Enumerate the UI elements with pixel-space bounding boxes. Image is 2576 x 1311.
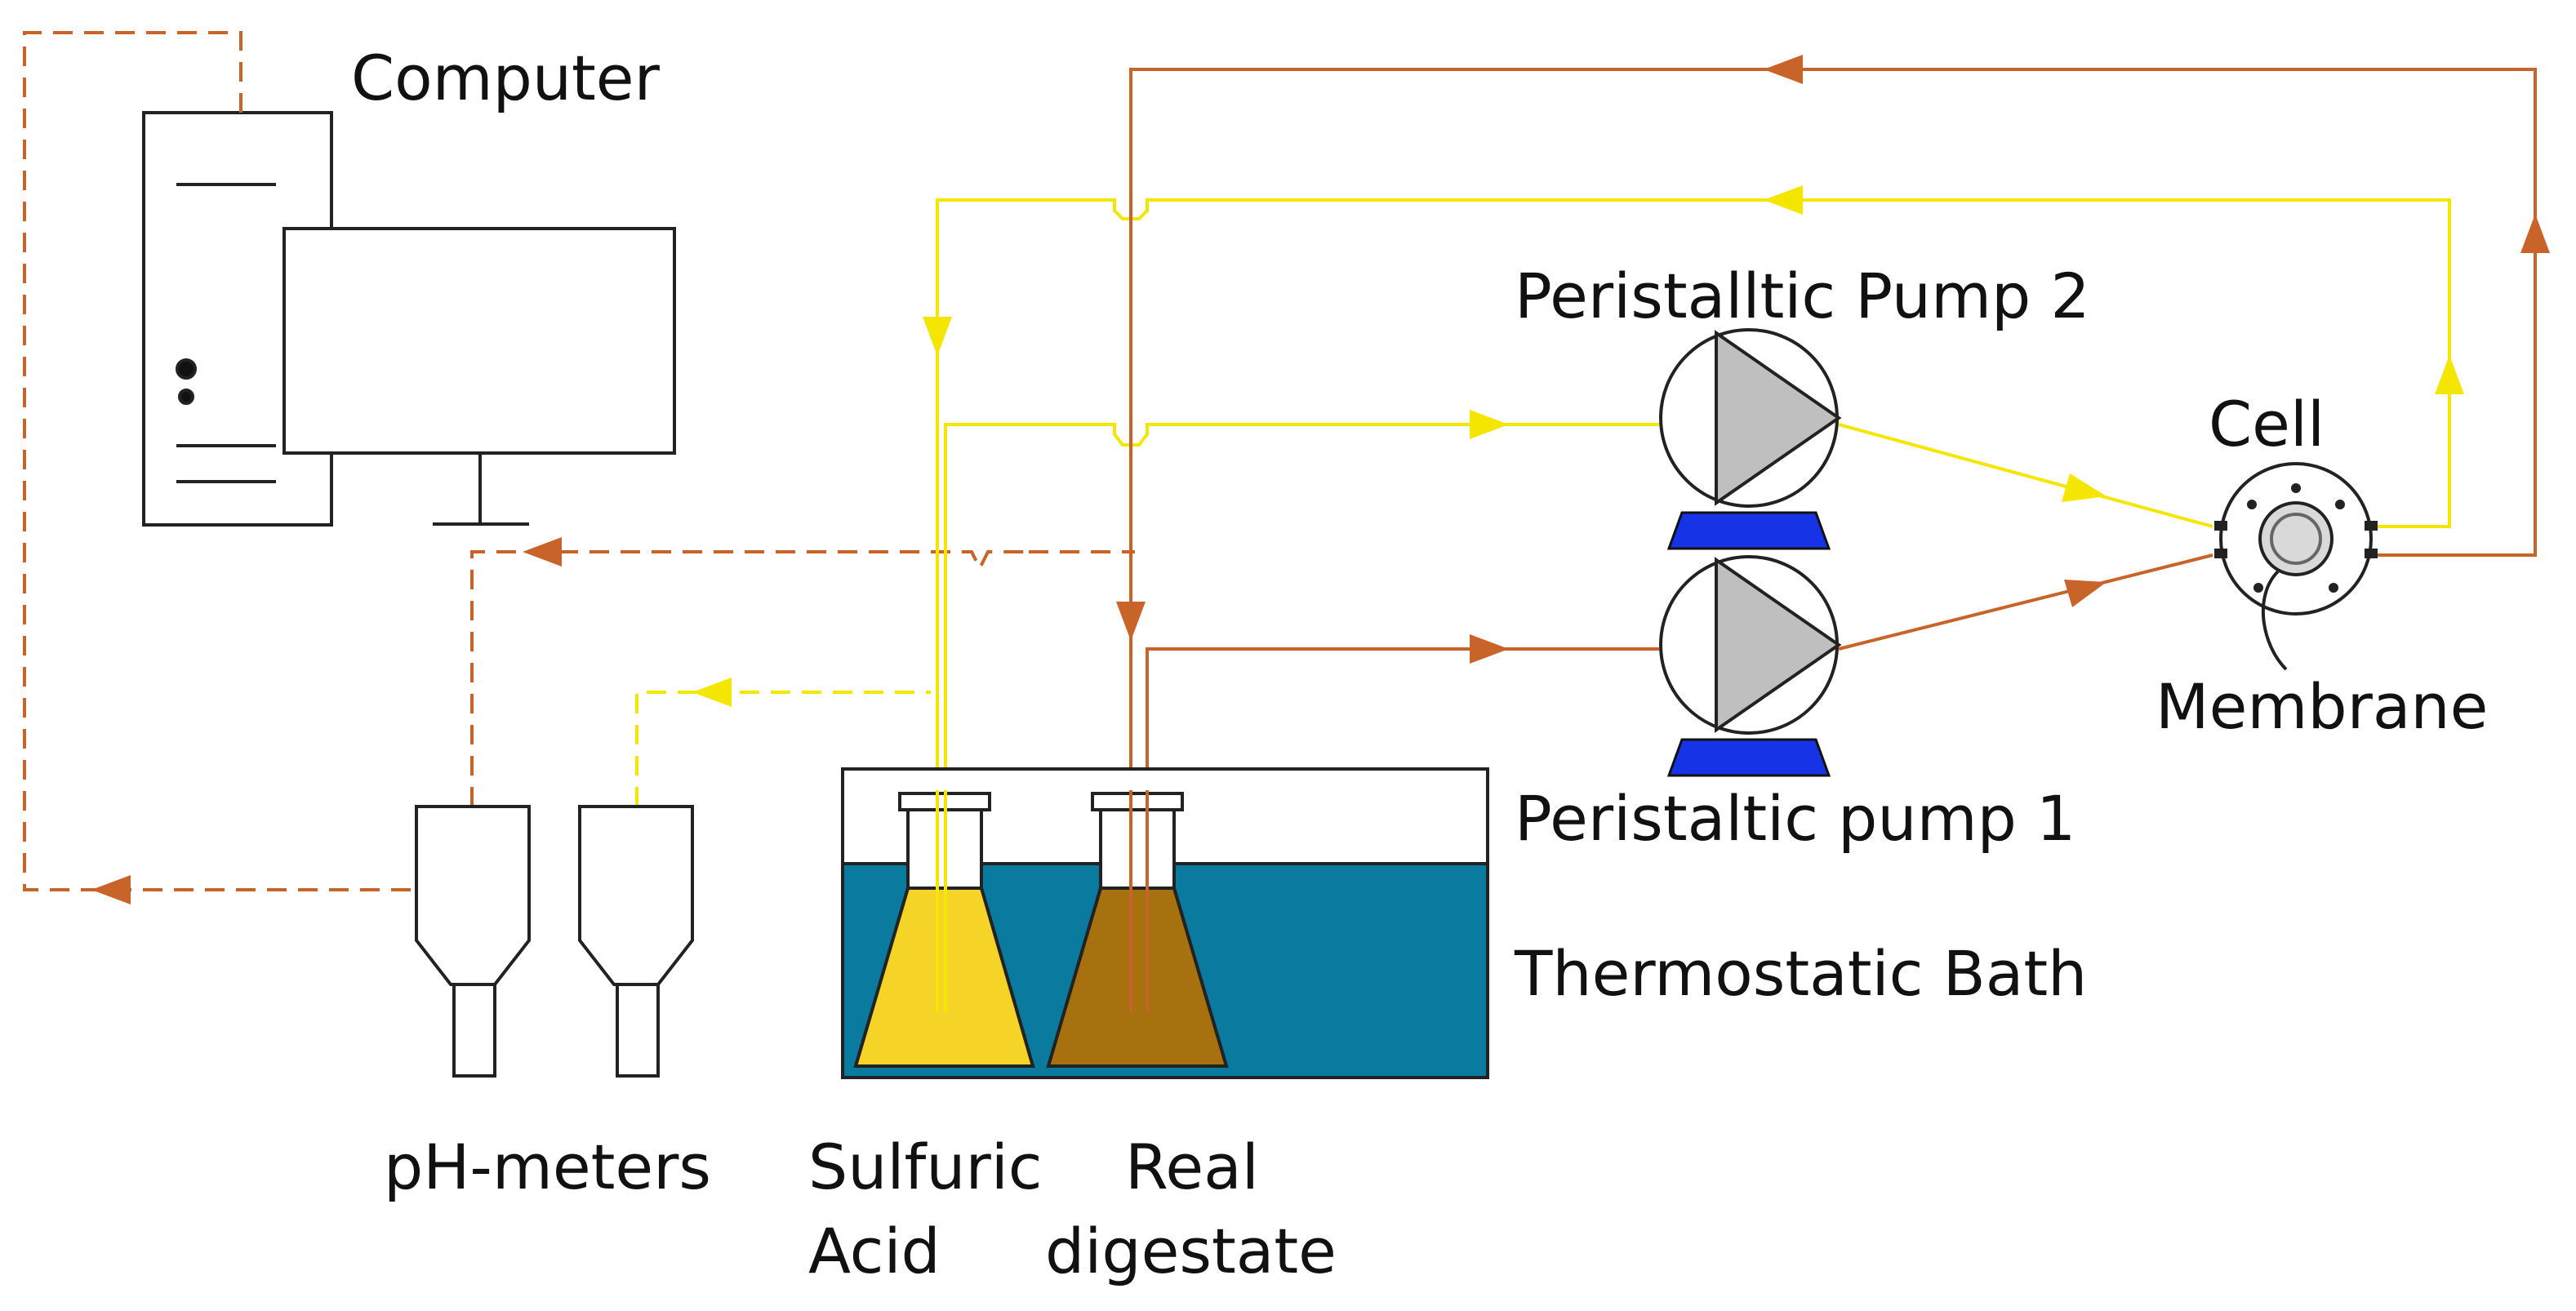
ph-meter-2 [578, 805, 694, 1078]
real-digestate-flask [1046, 792, 1229, 1068]
pump1-label: Peristaltic pump 1 [1515, 782, 2076, 855]
cell-label: Cell [2209, 388, 2325, 460]
pump2-label: Peristalltic Pump 2 [1515, 260, 2090, 332]
acid-circuit [936, 198, 2451, 790]
ph-meter-1 [415, 805, 531, 1078]
pump1-triangle [1715, 557, 1842, 733]
peristaltic-pump-2 [1659, 328, 1842, 550]
pump2-stand [1666, 511, 1831, 550]
peristaltic-pump-1 [1659, 555, 1842, 777]
sulfuric-acid-label-line2: Acid [808, 1215, 941, 1287]
digestate-label-line2: digestate [1045, 1215, 1337, 1287]
computer [142, 111, 676, 527]
pump2-triangle [1715, 330, 1842, 506]
flow-arrows [923, 55, 2550, 664]
membrane-cell [2214, 462, 2378, 671]
bath-label: Thermostatic Bath [1515, 937, 2088, 1010]
digestate-label-line1: Real [1125, 1131, 1259, 1203]
power-button [176, 358, 197, 380]
membrane-label: Membrane [2156, 670, 2489, 743]
computer-label: Computer [351, 42, 660, 114]
signal-lines [23, 31, 1135, 891]
signal-arrows [91, 537, 732, 904]
sulfuric-acid-label-line1: Sulfuric [808, 1131, 1043, 1203]
ph-meters-label: pH-meters [384, 1131, 712, 1203]
pump1-stand [1666, 738, 1831, 777]
computer-monitor [283, 227, 676, 455]
